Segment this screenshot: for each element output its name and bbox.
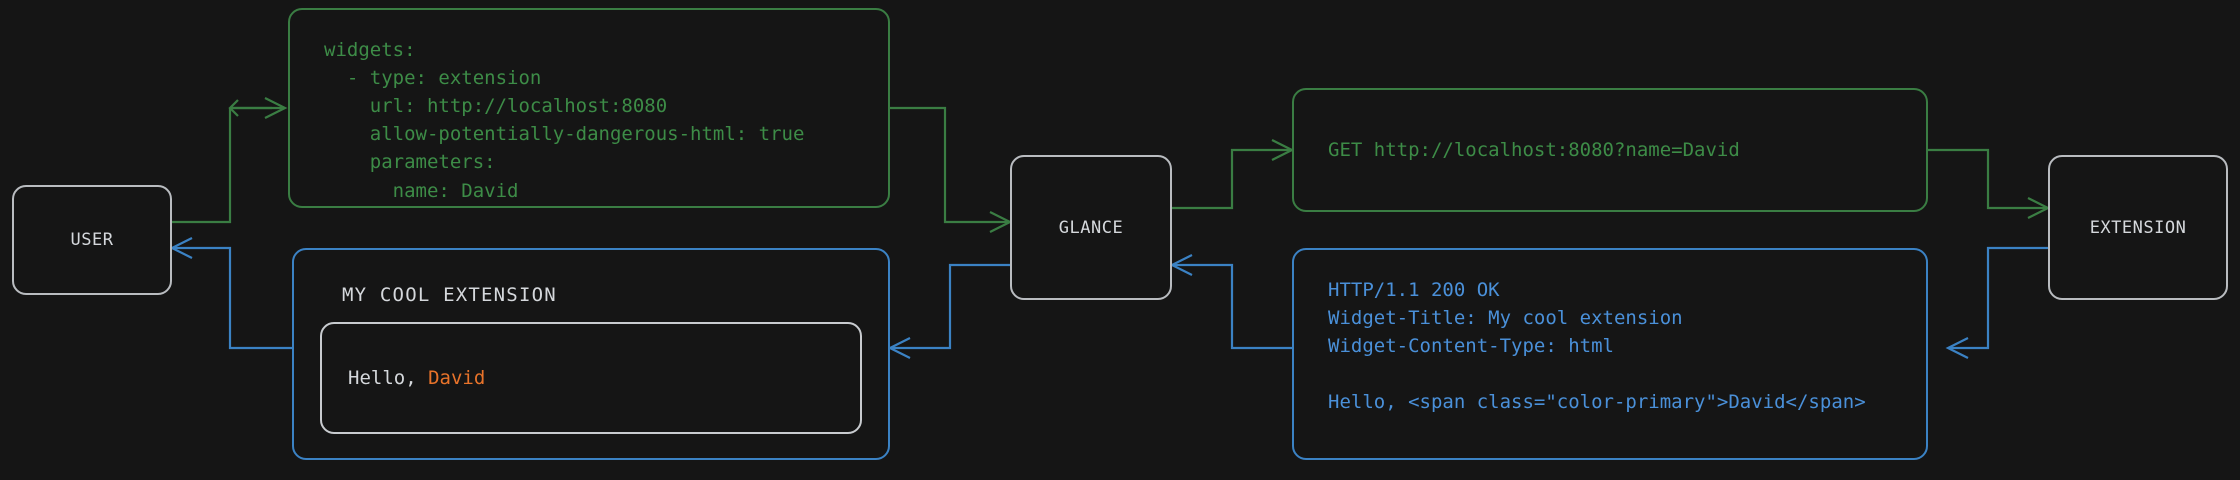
node-user[interactable]: USER [12, 185, 172, 295]
http-response-text: HTTP/1.1 200 OK Widget-Title: My cool ex… [1328, 279, 1866, 414]
node-glance[interactable]: GLANCE [1010, 155, 1172, 300]
widget-preview-content: Hello, David [320, 322, 862, 434]
widget-greeting: Hello, David [348, 367, 485, 389]
http-request-block: GET http://localhost:8080?name=David [1292, 88, 1928, 212]
widget-greeting-prefix: Hello, [348, 367, 429, 389]
widget-preview-block: MY COOL EXTENSION Hello, David [292, 248, 890, 460]
widget-preview-title: MY COOL EXTENSION [342, 284, 557, 306]
node-user-label: USER [70, 230, 114, 250]
node-extension-label: EXTENSION [2089, 217, 2187, 238]
config-yaml-block: widgets: - type: extension url: http://l… [288, 8, 890, 208]
widget-greeting-name: David [428, 367, 486, 389]
config-yaml-text: widgets: - type: extension url: http://l… [324, 39, 805, 202]
node-glance-label: GLANCE [1058, 217, 1124, 238]
http-response-block: HTTP/1.1 200 OK Widget-Title: My cool ex… [1292, 248, 1928, 460]
node-extension[interactable]: EXTENSION [2048, 155, 2228, 300]
http-request-text: GET http://localhost:8080?name=David [1328, 138, 1740, 161]
